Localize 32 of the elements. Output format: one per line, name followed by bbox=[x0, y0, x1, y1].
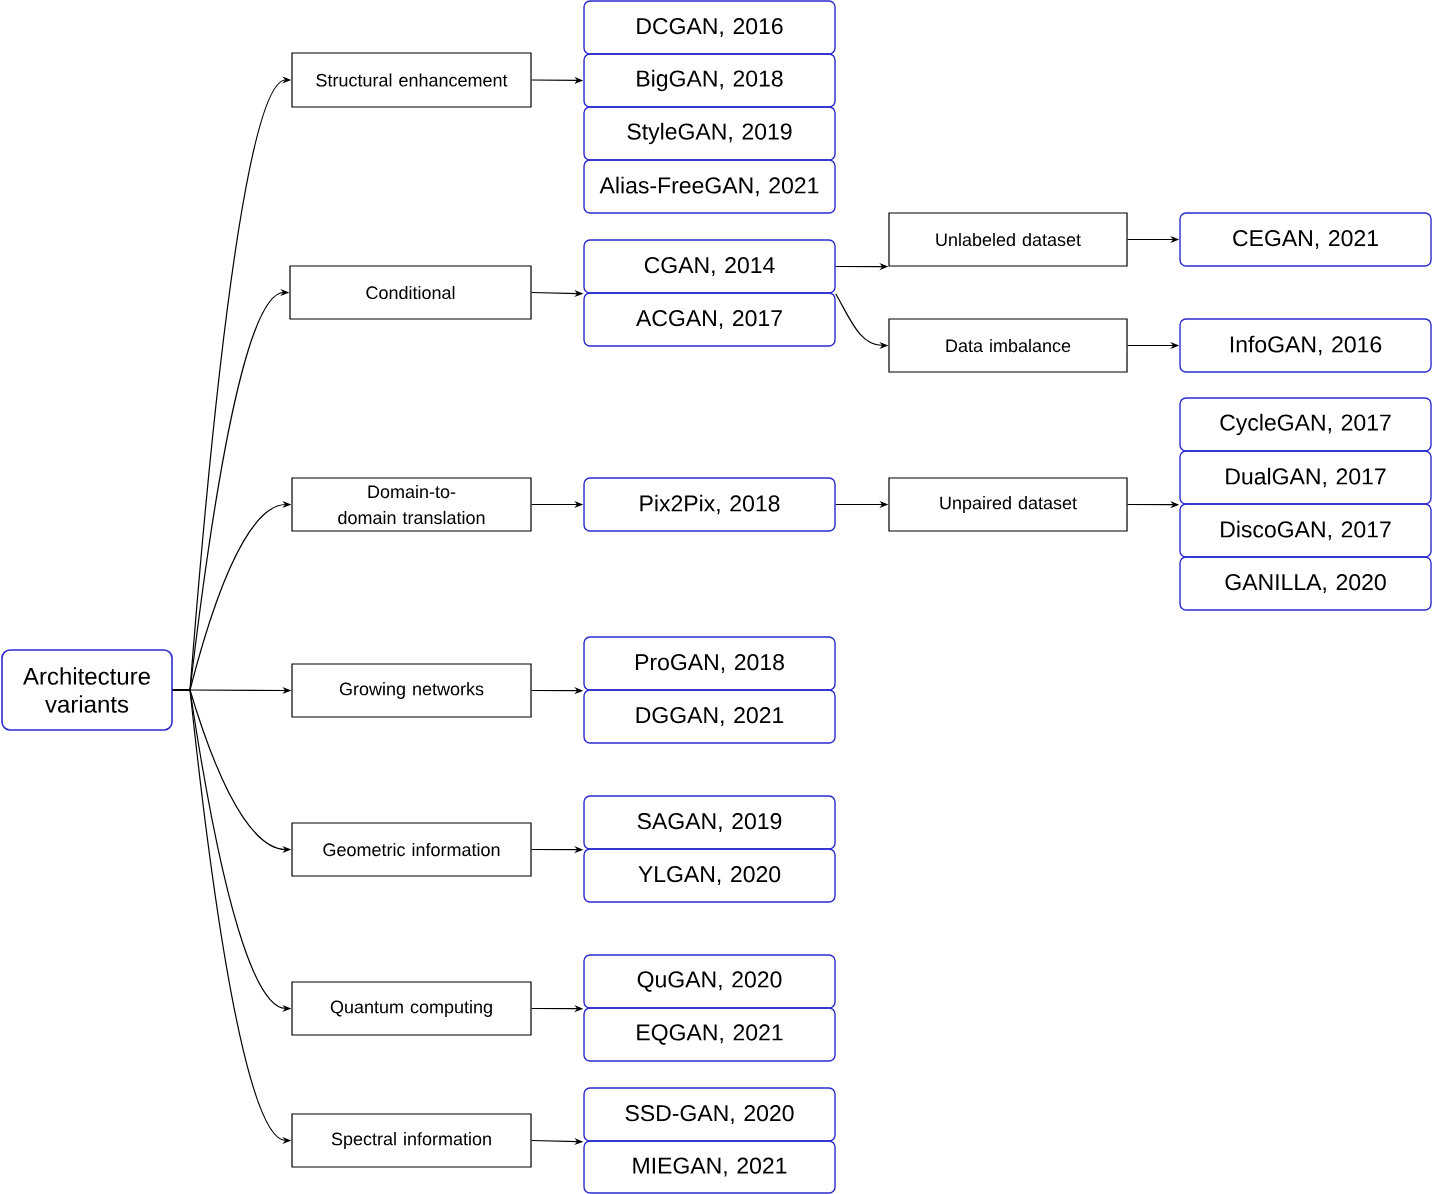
model-box: BigGAN, 2018 bbox=[583, 53, 836, 108]
model-box: SSD-GAN, 2020 bbox=[583, 1087, 836, 1142]
category-box: Domain-to-domain translation bbox=[291, 477, 532, 532]
model-box: DiscoGAN, 2017 bbox=[1179, 503, 1432, 558]
model-box: StyleGAN, 2019 bbox=[583, 106, 836, 161]
category-box: Growing networks bbox=[291, 663, 532, 718]
root-box: Architecture variants bbox=[1, 649, 173, 731]
model-box: CycleGAN, 2017 bbox=[1179, 397, 1432, 452]
model-box: DCGAN, 2016 bbox=[583, 0, 836, 55]
model-box: SAGAN, 2019 bbox=[583, 795, 836, 850]
model-box: ACGAN, 2017 bbox=[583, 292, 836, 347]
model-box: GANILLA, 2020 bbox=[1179, 556, 1432, 611]
model-box: Alias-FreeGAN, 2021 bbox=[583, 159, 836, 214]
category-box: Data imbalance bbox=[888, 318, 1128, 373]
category-box: Unpaired dataset bbox=[888, 477, 1128, 532]
category-box: Geometric information bbox=[291, 822, 532, 877]
model-box: DGGAN, 2021 bbox=[583, 689, 836, 744]
category-box: Unlabeled dataset bbox=[888, 212, 1128, 267]
model-box: QuGAN, 2020 bbox=[583, 954, 836, 1009]
model-box: InfoGAN, 2016 bbox=[1179, 318, 1432, 373]
model-box: EQGAN, 2021 bbox=[583, 1007, 836, 1062]
model-box: MIEGAN, 2021 bbox=[583, 1140, 836, 1194]
model-box: CEGAN, 2021 bbox=[1179, 212, 1432, 267]
model-box: CGAN, 2014 bbox=[583, 239, 836, 294]
category-box: Spectral information bbox=[291, 1113, 532, 1168]
model-box: Pix2Pix, 2018 bbox=[583, 477, 836, 532]
category-box: Conditional bbox=[289, 265, 532, 320]
category-box: Structural enhancement bbox=[291, 52, 532, 108]
model-box: ProGAN, 2018 bbox=[583, 636, 836, 691]
category-box: Quantum computing bbox=[291, 981, 532, 1036]
model-box: YLGAN, 2020 bbox=[583, 848, 836, 903]
model-box: DualGAN, 2017 bbox=[1179, 450, 1432, 505]
